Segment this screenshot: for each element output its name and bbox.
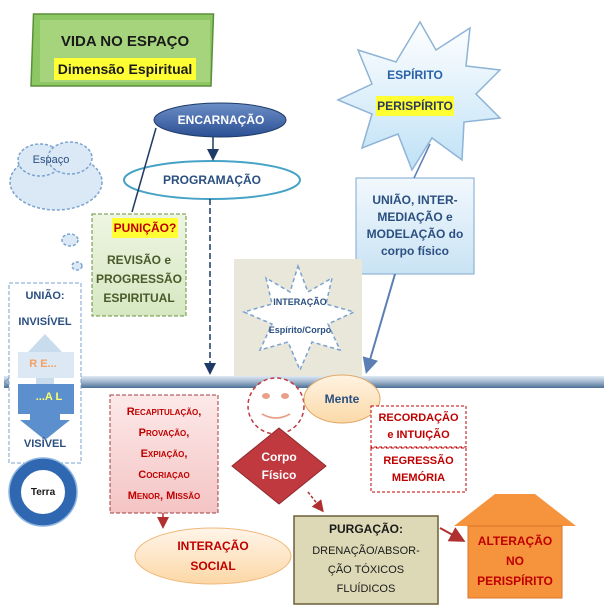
interaction-star <box>241 263 357 372</box>
mente-ellipse <box>303 374 381 424</box>
recap-box <box>109 394 219 514</box>
punicao-text: REVISÃO e PROGRESSÃO ESPIRITUAL <box>94 248 184 310</box>
punicao-line-1: REVISÃO e <box>106 252 172 267</box>
dimension-bar <box>4 376 604 388</box>
alteracao-line-3: PERISPÍRITO <box>477 574 553 588</box>
left-re-label: R E... <box>29 358 57 370</box>
social-line-2: SOCIAL <box>190 559 236 573</box>
programacao-ellipse <box>123 160 301 200</box>
interaction-line2: Espírito/Corpo <box>268 325 332 335</box>
perispirit-label: PERISPÍRITO <box>377 99 453 113</box>
recap-line-1: Recapitulação, <box>126 405 202 418</box>
interaction-line1: INTERAÇÃO <box>273 297 327 307</box>
purgacao-line-3: FLUÍDICOS <box>336 582 396 595</box>
corpo-diamond <box>231 427 327 505</box>
corpo-line-1: Corpo <box>261 450 297 464</box>
union-text: UNIÃO, INTER- MEDIAÇÃO e MODELAÇÃO do co… <box>358 182 472 270</box>
alteracao-text: ALTERAÇÃO NO PERISPÍRITO <box>468 528 562 594</box>
recordacao-line-1: RECORDAÇÃO <box>378 412 459 424</box>
left-visible-label: VISÍVEL <box>23 438 67 450</box>
corpo-text: Corpo Físico <box>246 446 312 486</box>
regressao-line-2: MEMÓRIA <box>391 472 446 484</box>
social-ellipse <box>134 527 292 585</box>
alteracao-line-1: ALTERAÇÃO <box>477 534 553 548</box>
programacao-label: PROGRAMAÇÃO <box>163 173 261 187</box>
union-box <box>355 177 475 275</box>
purgacao-title: PURGAÇÃO: <box>329 522 403 536</box>
regressao-box <box>370 447 467 493</box>
purgacao-text: DRENAÇÃO/ABSOR- ÇÃO TÓXICOS FLUÍDICOS <box>296 540 436 600</box>
title-line2: Dimensão Espiritual <box>57 61 193 77</box>
left-invisible-label: INVISÍVEL <box>18 316 72 328</box>
regressao-text: REGRESSÃO MEMÓRIA <box>372 450 465 490</box>
union-line-2: MEDIAÇÃO e <box>377 210 453 224</box>
union-line-1: UNIÃO, INTER- <box>372 193 458 207</box>
recap-text: Recapitulação, Provação, Expiação, Cocri… <box>112 398 216 510</box>
purgacao-line-2: ÇÃO TÓXICOS <box>327 563 405 576</box>
regressao-line-1: REGRESSÃO <box>383 455 454 467</box>
cloud-label: Espaço <box>32 154 70 166</box>
encarnacao-ellipse <box>153 102 287 138</box>
recordacao-line-2: e INTUIÇÃO <box>387 429 450 441</box>
punicao-line-2: PROGRESSÃO <box>95 271 182 286</box>
mind-face <box>247 377 305 435</box>
recap-line-4: Cocriaçao <box>138 468 190 481</box>
recordacao-text: RECORDAÇÃO e INTUIÇÃO <box>372 408 465 446</box>
left-union-label: UNIÃO: <box>25 290 65 302</box>
title-box <box>30 13 215 87</box>
social-text: INTERAÇÃO SOCIAL <box>150 534 276 578</box>
left-panel <box>8 282 82 464</box>
space-cloud <box>9 141 103 271</box>
mente-label: Mente <box>324 392 360 406</box>
terra-label: Terra <box>30 486 56 498</box>
union-line-3: MODELAÇÃO do <box>366 227 464 241</box>
title-line1: VIDA NO ESPAÇO <box>60 32 190 50</box>
spirit-label: ESPÍRITO <box>387 68 443 82</box>
alteracao-line-2: NO <box>506 554 524 568</box>
recap-line-5: Menor, Missão <box>127 489 201 502</box>
connectors <box>131 127 466 542</box>
recap-line-2: Provação, <box>138 426 190 439</box>
purgacao-line-1: DRENAÇÃO/ABSOR- <box>312 544 420 557</box>
union-line-4: corpo físico <box>380 244 449 258</box>
earth-ring <box>9 458 77 526</box>
social-line-1: INTERAÇÃO <box>177 539 249 553</box>
encarnacao-label: ENCARNAÇÃO <box>177 113 265 127</box>
recordacao-box <box>370 405 467 448</box>
recap-line-3: Expiação, <box>140 447 188 460</box>
purgacao-box <box>293 515 439 605</box>
punicao-question: PUNIÇÃO? <box>113 221 177 235</box>
punicao-line-3: ESPIRITUAL <box>103 290 175 305</box>
corpo-line-2: Físico <box>261 468 297 482</box>
left-al-label: ...A L <box>35 391 63 403</box>
